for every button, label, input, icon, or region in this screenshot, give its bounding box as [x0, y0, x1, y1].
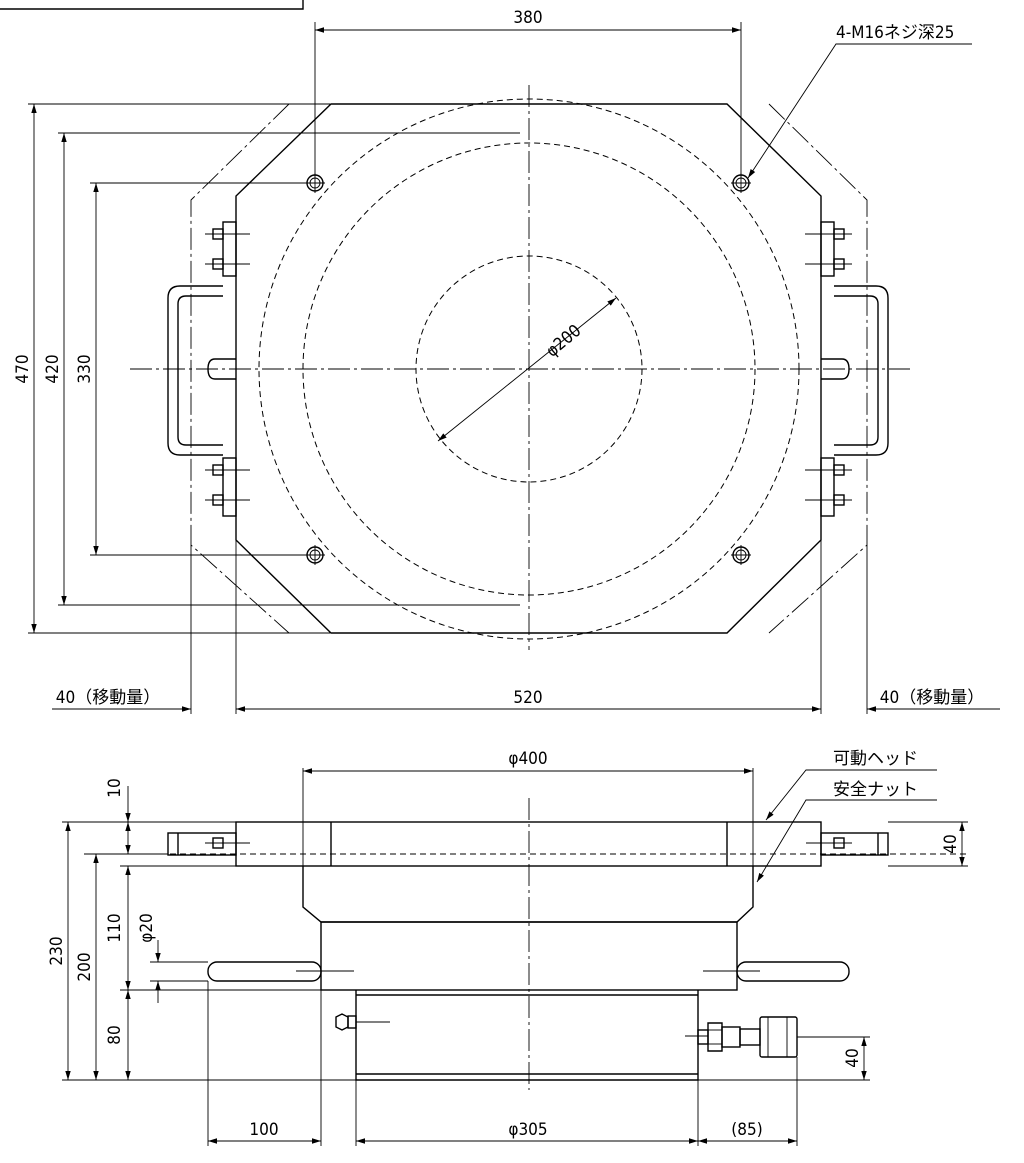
bolt-hole-tl: [305, 173, 325, 193]
right-block: [820, 832, 889, 856]
dim-coupler-length: (85): [731, 1120, 762, 1140]
dim-travel-right: 40（移動量）: [880, 688, 984, 708]
thread-note: 4-M16ネジ深25: [836, 23, 954, 43]
dim-handle-length: 100: [249, 1120, 278, 1140]
handle-right: [736, 961, 850, 982]
thread-note-leader: [747, 43, 972, 179]
bolt-hole-tr: [731, 173, 751, 193]
dim-bolt-pitch-x: 380: [513, 8, 542, 28]
safety-nut: [302, 866, 754, 923]
dim-height-outer: 470: [13, 354, 33, 383]
bolt-hole-br: [731, 545, 751, 565]
left-block: [167, 832, 237, 856]
grease-fitting: [335, 1013, 390, 1031]
dim-head-dia: φ400: [508, 749, 547, 769]
circle-420: [258, 98, 800, 640]
dim-upper: 110: [105, 913, 125, 942]
dim-coupler-height: 40: [843, 1048, 863, 1067]
label-moving-head: 可動ヘッド: [833, 749, 918, 769]
bolt-hole-bl: [305, 545, 325, 565]
label-safety-nut: 安全ナット: [833, 780, 918, 800]
phi200-dimension-line: [437, 297, 617, 442]
dim-width: 520: [513, 688, 542, 708]
dim-body-height: 200: [75, 952, 95, 981]
travel-outline-left: [190, 103, 290, 634]
right-handle-assembly: [805, 221, 889, 517]
circle-200: [415, 255, 643, 483]
travel-outline-right: [768, 103, 868, 634]
dim-inner-circle: φ200: [542, 321, 585, 362]
dim-height-body: 420: [43, 354, 63, 383]
dim-cylinder-dia: φ305: [508, 1120, 547, 1140]
dim-plate-thickness: 40: [941, 834, 961, 853]
dim-total-height: 230: [47, 936, 67, 965]
dim-top-plate: 10: [105, 778, 125, 797]
plan-view: φ200: [13, 8, 1000, 714]
left-handle-assembly: [167, 221, 250, 517]
head-plate: [235, 821, 822, 867]
dim-lower: 80: [105, 1025, 125, 1044]
side-view: φ400 可動ヘッド 安全ナット 40 10 230 200 110 80: [47, 749, 968, 1146]
octagon-body: [235, 103, 822, 634]
cylinder-base: [355, 990, 699, 1081]
handle-left: [207, 961, 322, 982]
dim-bolt-pitch-y: 330: [75, 354, 95, 383]
dim-handle-dia: φ20: [137, 913, 157, 943]
title-block-corner: [0, 0, 304, 10]
hydraulic-coupler-icon: [685, 1016, 798, 1058]
dim-travel-left: 40（移動量）: [56, 688, 160, 708]
circle-400: [302, 142, 756, 596]
